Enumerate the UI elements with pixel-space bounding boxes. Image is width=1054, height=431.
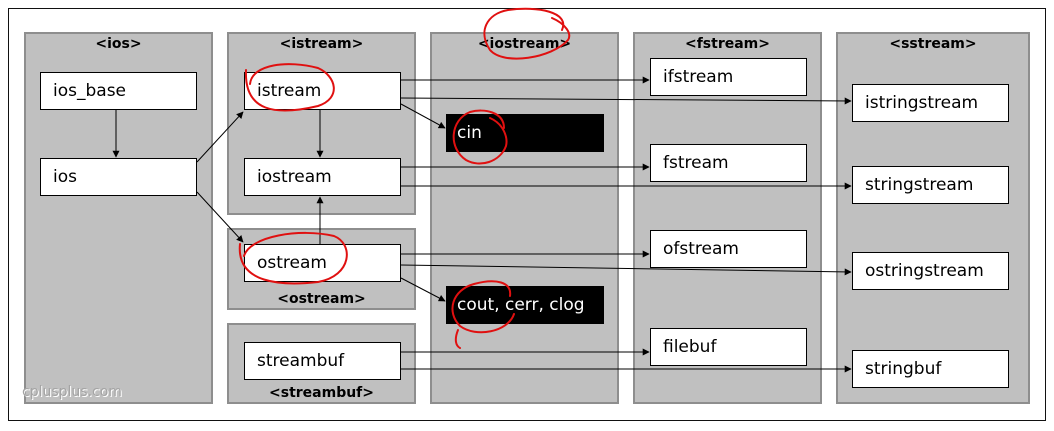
node-cin: cin: [446, 114, 604, 152]
node-ifstream: ifstream: [650, 58, 807, 96]
panel-title-ostream: <ostream>: [277, 291, 366, 307]
watermark-text: cplusplus.com: [22, 384, 122, 400]
node-istream: istream: [244, 72, 401, 110]
panel-title-istream: <istream>: [279, 36, 364, 52]
node-stringstream: stringstream: [852, 166, 1009, 204]
node-iostream: iostream: [244, 158, 401, 196]
node-ofstream: ofstream: [650, 230, 807, 268]
panel-title-ios: <ios>: [95, 36, 142, 52]
panel-title-streambuf: <streambuf>: [269, 385, 374, 401]
node-ostringstream: ostringstream: [852, 252, 1009, 290]
panel-title-sstream: <sstream>: [889, 36, 977, 52]
node-ios-base: ios_base: [40, 72, 197, 110]
panel-title-fstream: <fstream>: [684, 36, 770, 52]
node-cout-cerr-clog: cout, cerr, clog: [446, 286, 604, 324]
node-fstream: fstream: [650, 144, 807, 182]
node-istringstream: istringstream: [852, 84, 1009, 122]
node-filebuf: filebuf: [650, 328, 807, 366]
node-streambuf: streambuf: [244, 342, 401, 380]
panel-title-iostream: <iostream>: [477, 36, 572, 52]
node-ios: ios: [40, 158, 197, 196]
panel-iostream: <iostream>: [430, 32, 619, 404]
node-stringbuf: stringbuf: [852, 350, 1009, 388]
node-ostream: ostream: [244, 244, 401, 282]
